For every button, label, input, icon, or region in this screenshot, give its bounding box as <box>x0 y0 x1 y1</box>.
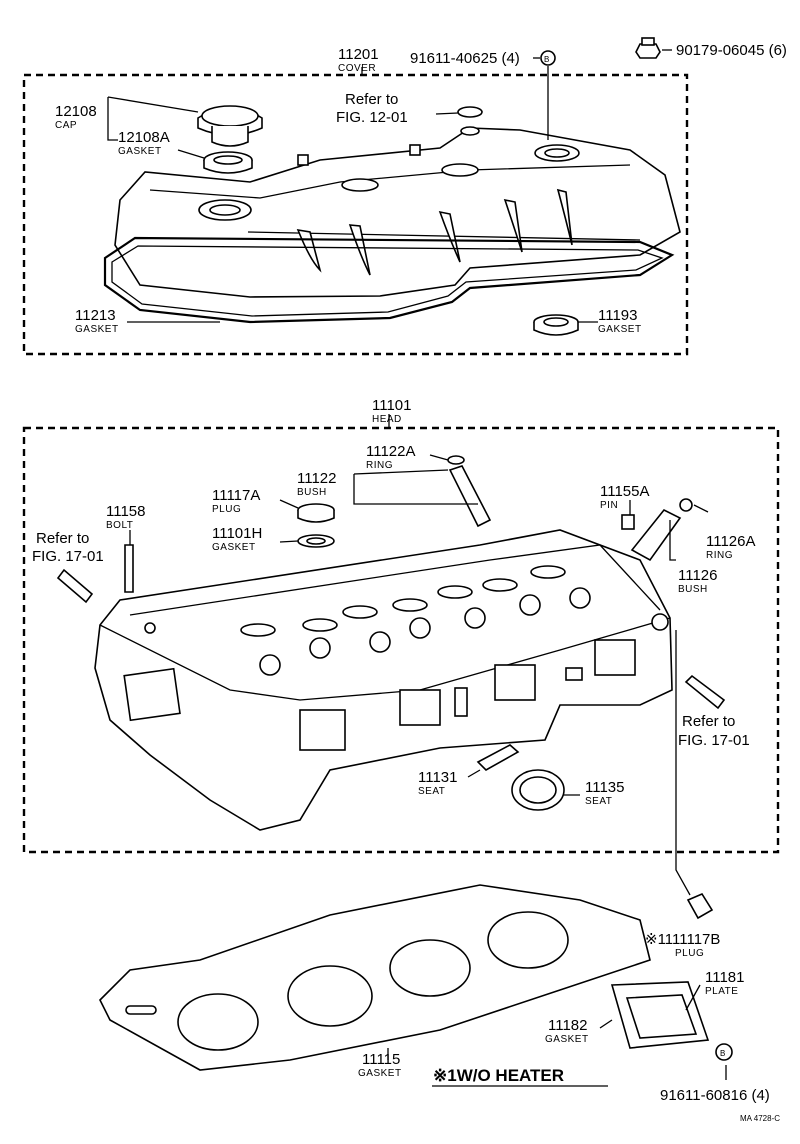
cylinder-head <box>94 529 673 831</box>
plate-gasket-number: 11182 <box>548 1017 588 1034</box>
ring-a-number: 11122A <box>366 443 416 460</box>
cover-bolt-ref: 91611-40625 (4) <box>410 50 520 67</box>
cover-refer-line1: Refer to <box>345 91 398 108</box>
plug-11117a <box>297 503 335 523</box>
cap-gasket <box>203 151 253 174</box>
cover-name: COVER <box>338 63 376 74</box>
cylinder-head-cover <box>114 126 681 298</box>
gakset-number: 11193 <box>598 307 638 324</box>
refer-right-line2: FIG. 17-01 <box>678 732 750 749</box>
plug-a-name: PLUG <box>212 504 241 515</box>
seat-11131 <box>476 744 520 771</box>
bush-number: 11122 <box>297 470 337 487</box>
plate-number: 11181 <box>705 969 745 986</box>
bush-name: BUSH <box>297 487 327 498</box>
ring-b-number: 11126A <box>706 533 756 550</box>
stud-bolt-left <box>56 544 134 604</box>
pin-name: PIN <box>600 500 618 511</box>
ring-a-name: RING <box>366 460 393 471</box>
plug-11117b <box>686 892 714 920</box>
cover-number: 11201 <box>338 46 379 63</box>
bush-b-name: BUSH <box>678 584 708 595</box>
lower-bolt-marker: B <box>720 1049 725 1058</box>
lower-bolt-ref: 91611-60816 (4) <box>660 1087 770 1104</box>
plug-a-number: 11117A <box>212 487 260 504</box>
bolt-marker-circle <box>540 50 556 66</box>
stud-bolt-right <box>684 674 726 710</box>
refer-left-line1: Refer to <box>36 530 89 547</box>
diagram-code: MA 4728-C <box>740 1114 780 1123</box>
cap-name: CAP <box>55 120 77 131</box>
cap-number: 12108 <box>55 103 97 120</box>
seat-11135 <box>511 769 565 811</box>
head-number: 11101 <box>372 397 412 414</box>
seat1-name: SEAT <box>418 786 445 797</box>
seat2-number: 11135 <box>585 779 625 796</box>
head-gasket-name: GASKET <box>358 1068 402 1079</box>
bush-b-number: 11126 <box>678 567 718 584</box>
gasket-h-number: 11101H <box>212 525 262 542</box>
plug-grommet <box>533 314 579 336</box>
seat2-name: SEAT <box>585 796 612 807</box>
gasket-h-name: GASKET <box>212 542 256 553</box>
refer-right-line1: Refer to <box>682 713 735 730</box>
head-gasket <box>99 884 651 1071</box>
pin-number: 11155A <box>600 483 650 500</box>
cover-gasket-outline <box>103 236 675 324</box>
valve-guide-bush <box>447 455 492 528</box>
bolt-name: BOLT <box>106 520 133 531</box>
oil-grommet <box>457 106 483 118</box>
plug-b-number: ※1111117B <box>645 931 720 948</box>
ring-b-name: RING <box>706 550 733 561</box>
pin-11155a <box>621 514 635 530</box>
cover-bolt-marker: B <box>544 55 549 64</box>
heater-note: ※1W/O HEATER <box>433 1066 564 1085</box>
refer-left-line2: FIG. 17-01 <box>32 548 104 565</box>
cap-gasket-name: GASKET <box>118 146 162 157</box>
cap-gasket-number: 12108A <box>118 129 170 146</box>
lower-bolt-marker-circle <box>715 1043 733 1061</box>
gasket-11101h <box>297 534 335 548</box>
plate-gasket-name: GASKET <box>545 1034 589 1045</box>
plug-b-name: PLUG <box>675 948 704 959</box>
head-name: HEAD <box>372 414 402 425</box>
cover-refer-line2: FIG. 12-01 <box>336 109 408 126</box>
plate-name: PLATE <box>705 986 738 997</box>
bush-11126 <box>630 498 693 562</box>
nut-icon <box>635 37 661 59</box>
oil-filler-cap <box>197 105 263 147</box>
head-gasket-number: 11115 <box>362 1051 400 1068</box>
gakset-name: GAKSET <box>598 324 642 335</box>
cover-gasket-name: GASKET <box>75 324 119 335</box>
head-group-frame <box>22 426 780 854</box>
seat1-number: 11131 <box>418 769 458 786</box>
nut-ref: 90179-06045 (6) <box>676 42 787 59</box>
bolt-number: 11158 <box>106 503 146 520</box>
cover-gasket-number: 11213 <box>75 307 116 324</box>
plate-11181 <box>610 981 710 1049</box>
cover-group-frame <box>22 73 689 356</box>
